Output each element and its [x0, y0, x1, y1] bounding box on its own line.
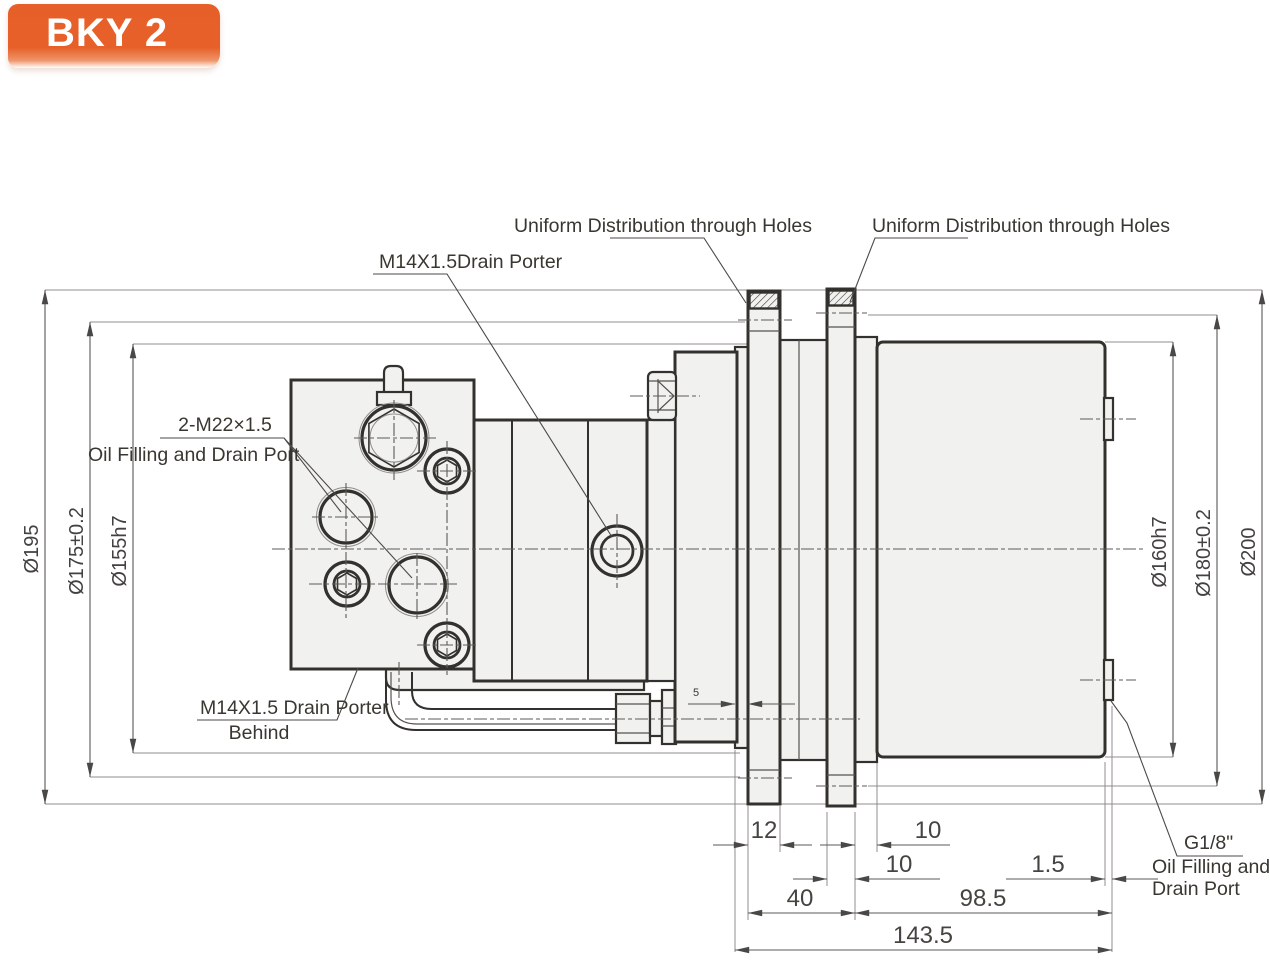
- pump-assembly: [289, 287, 1115, 808]
- dim-overall-length: 143.5: [893, 922, 953, 949]
- dim-label-d200: Ø200: [1238, 528, 1260, 577]
- dim-flange-span: 40: [787, 885, 814, 912]
- dim-flange1-width: 12: [751, 817, 778, 844]
- centerlines: [272, 312, 1145, 787]
- flange-hub-middle: [778, 338, 829, 762]
- dim-gap-to-body: 10: [915, 817, 942, 844]
- label-thread-spec: 2-M22×1.5: [178, 414, 272, 436]
- drain-pipe: [385, 672, 616, 731]
- flange-front: [746, 289, 782, 806]
- extension-lines: [45, 289, 1262, 952]
- diameter-dimensions: Ø195 Ø175±0.2 Ø155h7 Ø160h7 Ø180±0.2 Ø20…: [21, 289, 1266, 805]
- dim-port-protrusion: 1.5: [1031, 851, 1064, 878]
- spacer-section: [645, 418, 677, 683]
- pipe-fitting: [614, 688, 678, 746]
- leader-lines: [160, 237, 1243, 857]
- dim-label-d160: Ø160h7: [1149, 516, 1171, 587]
- label-oil-fill-left: Oil Filling and Drain Port: [88, 444, 300, 466]
- dim-label-d175: Ø175±0.2: [66, 507, 88, 595]
- label-oil-fill-right-1: Oil Filling and: [1152, 856, 1270, 878]
- label-g18: G1/8": [1184, 832, 1233, 854]
- label-oil-fill-right-2: Drain Port: [1152, 878, 1240, 900]
- flange-rear: [825, 287, 857, 808]
- mounting-plate: [673, 350, 739, 744]
- gear-body: [472, 418, 649, 683]
- label-drain-porter-top: M14X1.5Drain Porter: [379, 251, 563, 273]
- dim-label-d180: Ø180±0.2: [1193, 509, 1215, 597]
- label-uniform-holes-left: Uniform Distribution through Holes: [514, 215, 812, 237]
- dim-flange2-width: 10: [886, 851, 913, 878]
- annotation-labels: Uniform Distribution through Holes Unifo…: [88, 215, 1270, 900]
- dim-pilot-step: 5: [693, 687, 699, 699]
- linear-dimensions: 12 10 10 1.5 40 98.5 143.5 5: [688, 687, 1158, 954]
- label-drain-porter-behind: M14X1.5 Drain Porter: [200, 697, 389, 719]
- label-behind: Behind: [229, 722, 290, 744]
- label-uniform-holes-right: Uniform Distribution through Holes: [872, 215, 1170, 237]
- dim-body-length: 98.5: [960, 885, 1007, 912]
- model-badge-label: BKY 2: [46, 10, 169, 55]
- model-badge: BKY 2: [8, 4, 220, 68]
- dim-label-d195: Ø195: [21, 525, 43, 574]
- dim-label-d155: Ø155h7: [109, 515, 131, 586]
